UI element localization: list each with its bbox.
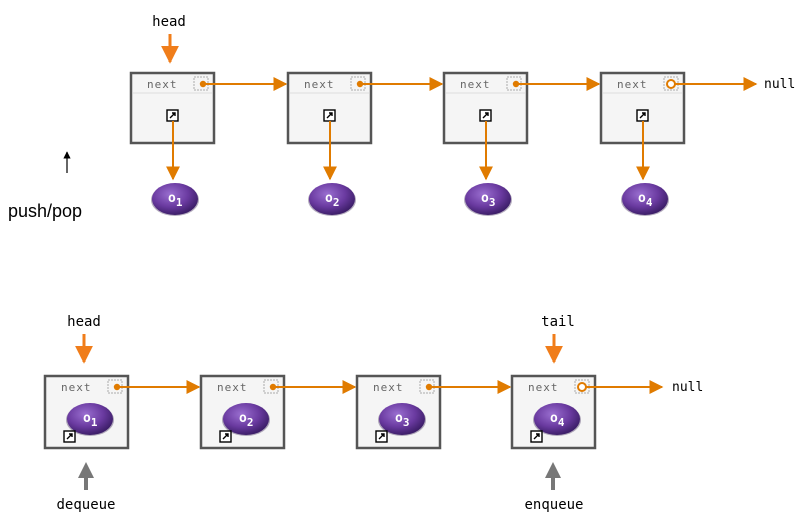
stack-node-3: next o3 [442,71,601,216]
stack-nodes: next o1 next o2 next o3 next o4 [129,71,758,216]
stack-null-label: null [764,77,795,92]
object-4: o4 [621,183,669,216]
object-1: o1 [66,403,114,436]
object-label: o1 [83,411,98,429]
link-icon [479,109,492,122]
queue-node-4: next o4 [510,374,664,450]
queue-null-label: null [672,380,703,395]
next-pointer-arrow [356,77,444,91]
next-pointer-arrow [425,380,512,394]
queue-tail-label: tail [541,314,575,330]
object-label: o2 [325,191,339,209]
next-field-label: next [217,381,248,394]
next-field-label: next [147,78,178,91]
next-field-label: next [373,381,404,394]
object-label: o3 [481,191,495,209]
queue-node-3: next o3 [355,374,512,450]
link-icon [219,430,232,443]
link-icon [636,109,649,122]
object-label: o2 [239,411,253,429]
object-label: o3 [395,411,409,429]
link-icon [375,430,388,443]
null-pointer-arrow [577,380,664,394]
next-field-label: next [528,381,559,394]
stack-node-2: next o2 [286,71,444,216]
next-field-label: next [61,381,92,394]
next-pointer-arrow [113,380,201,394]
stack-node-1: next o1 [129,71,288,216]
push-pop-label: push/pop [8,201,82,221]
object-3: o3 [378,403,426,436]
dequeue-label: dequeue [56,497,115,513]
enqueue-arrow [545,462,561,490]
object-2: o2 [222,403,270,436]
next-pointer-arrow [269,380,357,394]
link-icon [166,109,179,122]
link-icon [63,430,76,443]
enqueue-label: enqueue [524,497,583,513]
queue-node-1: next o1 [43,374,201,450]
next-field-label: next [304,78,335,91]
object-label: o1 [168,191,183,209]
dequeue-arrow [78,462,94,490]
queue-head-label: head [67,314,101,330]
next-pointer-arrow [199,77,288,91]
next-field-label: next [617,78,648,91]
stack-head-label: head [152,14,186,30]
queue-node-2: next o2 [199,374,357,450]
link-icon [530,430,543,443]
object-4: o4 [533,403,581,436]
link-icon [323,109,336,122]
next-field-label: next [460,78,491,91]
queue-nodes: next o1 next o2 next o3 next o4 [43,374,664,450]
object-1: o1 [151,183,199,216]
object-label: o4 [638,191,653,209]
object-2: o2 [308,183,356,216]
null-pointer-arrow [666,77,758,91]
object-3: o3 [464,183,512,216]
stack-section: head next o1 next o2 next o3 next o4 null push/… [8,14,795,221]
next-pointer-arrow [512,77,601,91]
stack-node-4: next o4 [599,71,758,216]
object-label: o4 [550,411,565,429]
